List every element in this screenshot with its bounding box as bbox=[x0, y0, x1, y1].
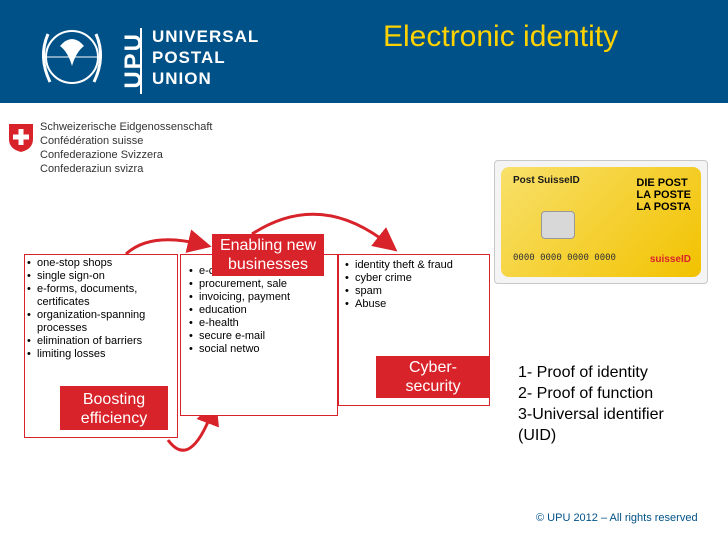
suisseid-card-image: Post SuisseID DIE POST LA POSTE LA POSTA… bbox=[494, 160, 708, 284]
list-item: social netwo bbox=[189, 343, 337, 356]
org-line: UNIVERSAL bbox=[152, 27, 260, 46]
swiss-line: Schweizerische Eidgenossenschaft bbox=[40, 121, 213, 133]
list-item: spam bbox=[345, 285, 489, 298]
list-item: Abuse bbox=[345, 298, 489, 311]
list-item: single sign-on bbox=[27, 270, 177, 283]
proof-item: 2- Proof of function bbox=[518, 385, 654, 402]
swiss-confederation-text: Schweizerische Eidgenossenschaft Confédé… bbox=[40, 120, 212, 176]
arrow-left bbox=[124, 229, 212, 256]
page-title: Electronic identity bbox=[383, 20, 619, 53]
proof-item: 3-Universal identifier bbox=[518, 406, 664, 423]
tag-line: Enabling new bbox=[219, 237, 317, 254]
tag-line: Boosting bbox=[82, 391, 146, 408]
header-bar: UPU UNIVERSAL POSTAL UNION Electronic id… bbox=[0, 0, 728, 103]
business-list: e-commerce: procurement, sale invoicing,… bbox=[181, 255, 337, 356]
swiss-line: Confederazione Svizzera bbox=[40, 149, 163, 161]
list-item: education bbox=[189, 304, 337, 317]
enabling-businesses-label: Enabling new businesses bbox=[212, 234, 324, 276]
list-item: one-stop shops bbox=[27, 257, 177, 270]
card-post-line: LA POSTE bbox=[636, 189, 691, 201]
list-item: limiting losses bbox=[27, 348, 177, 361]
card-post-line: LA POSTA bbox=[636, 201, 691, 213]
boosting-efficiency-label: Boosting efficiency bbox=[60, 386, 168, 430]
list-item: e-forms, documents, certificates bbox=[27, 283, 177, 309]
org-name: UNIVERSAL POSTAL UNION bbox=[152, 26, 259, 89]
proof-item: 1- Proof of identity bbox=[518, 364, 648, 381]
upu-emblem-icon bbox=[42, 30, 102, 84]
proof-list: 1- Proof of identity 2- Proof of functio… bbox=[518, 362, 664, 446]
arrow-top bbox=[251, 212, 398, 252]
list-item: identity theft & fraud bbox=[345, 259, 489, 272]
list-item: organization-spanning processes bbox=[27, 309, 177, 335]
swiss-line: Confederaziun svizra bbox=[40, 163, 144, 175]
list-item: invoicing, payment bbox=[189, 291, 337, 304]
list-item: secure e-mail bbox=[189, 330, 337, 343]
swiss-cross-icon bbox=[9, 124, 33, 152]
tag-line: efficiency bbox=[80, 410, 148, 427]
tag-line: businesses bbox=[227, 256, 309, 273]
swiss-line: Confédération suisse bbox=[40, 135, 144, 147]
proof-item: (UID) bbox=[518, 427, 557, 444]
tag-line: Cyber- bbox=[408, 359, 457, 376]
efficiency-list: one-stop shops single sign-on e-forms, d… bbox=[25, 255, 177, 361]
list-item: procurement, sale bbox=[189, 278, 337, 291]
header-divider bbox=[140, 28, 142, 94]
org-line: POSTAL bbox=[152, 48, 226, 67]
arrow-bottom bbox=[166, 400, 219, 452]
security-list: identity theft & fraud cyber crime spam … bbox=[339, 255, 489, 311]
list-item: elimination of barriers bbox=[27, 335, 177, 348]
list-item: e-health bbox=[189, 317, 337, 330]
card-number: 0000 0000 0000 0000 bbox=[513, 253, 616, 263]
list-item: cyber crime bbox=[345, 272, 489, 285]
org-line: UNION bbox=[152, 69, 212, 88]
card-brand: Post SuisseID bbox=[513, 175, 580, 186]
card-post-logo: DIE POST LA POSTE LA POSTA bbox=[636, 177, 691, 213]
tag-line: security bbox=[405, 378, 461, 395]
business-box: e-commerce: procurement, sale invoicing,… bbox=[180, 254, 338, 416]
chip-icon bbox=[541, 211, 575, 239]
card-post-line: DIE POST bbox=[636, 177, 688, 189]
card-suisseid-logo: suisseID bbox=[649, 254, 691, 265]
copyright-text: © UPU 2012 – All rights reserved bbox=[536, 512, 698, 524]
suisseid-card: Post SuisseID DIE POST LA POSTE LA POSTA… bbox=[501, 167, 701, 277]
cyber-security-label: Cyber- security bbox=[376, 356, 490, 398]
